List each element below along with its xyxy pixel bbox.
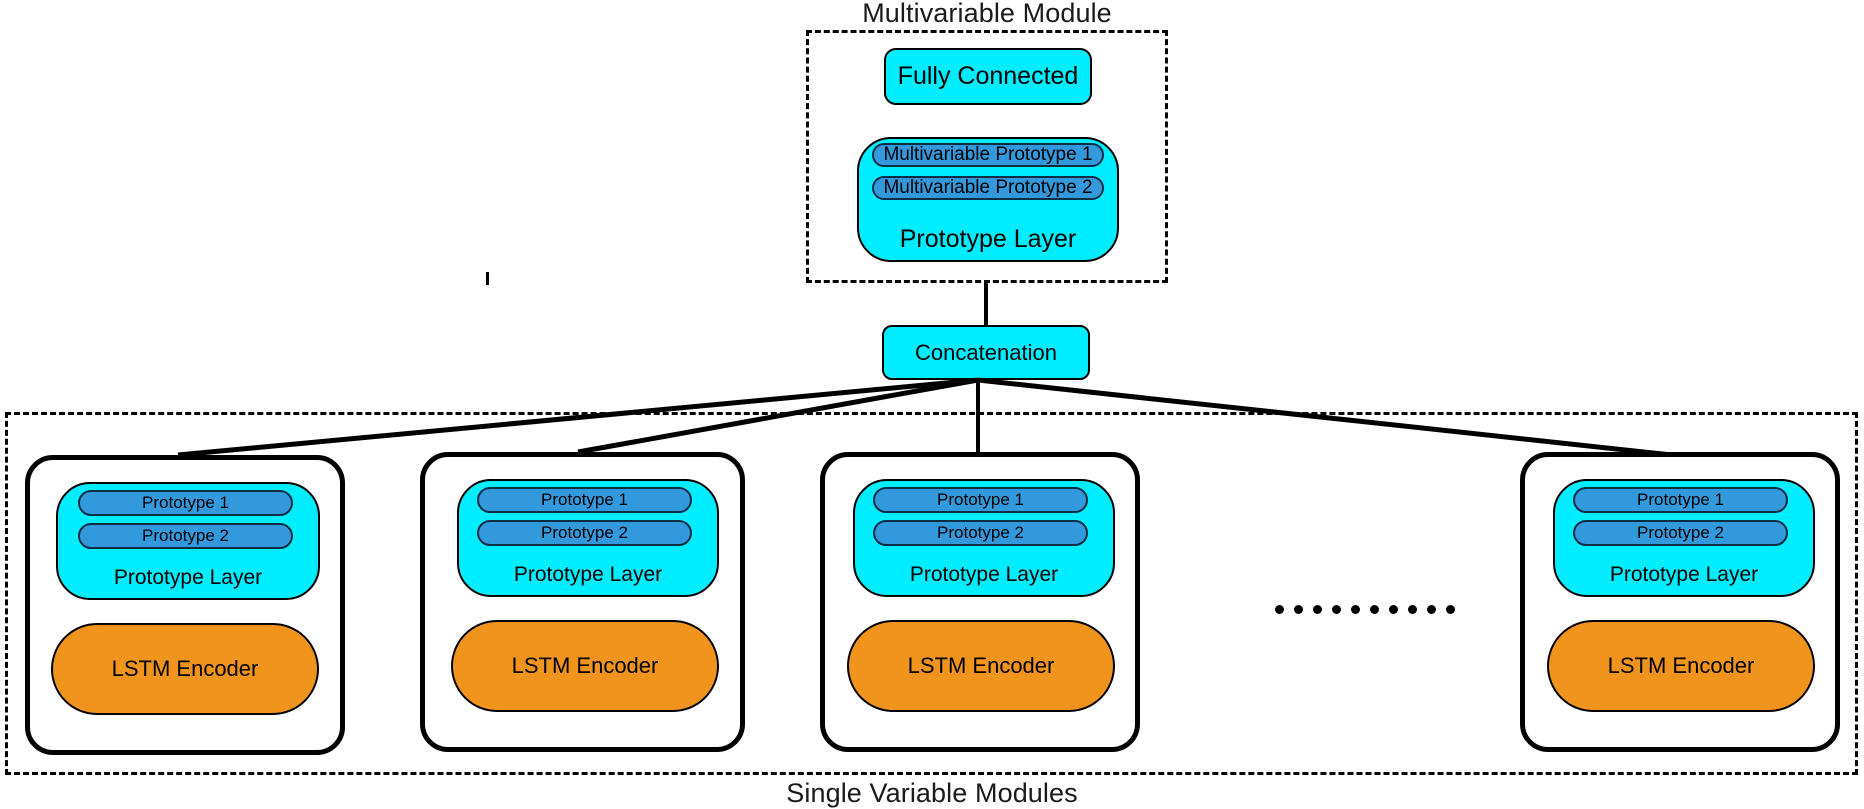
modules-ellipsis [1275,605,1455,614]
module-2-prototype-layer-label: Prototype Layer [513,563,663,586]
module-2-prototype-2-label: Prototype 2 [541,523,628,542]
module-4-prototype-layer-label: Prototype Layer [1609,563,1759,586]
module-2-prototype-2-pill: Prototype 2 [477,520,692,546]
module-1-lstm-encoder-label: LSTM Encoder [111,656,259,681]
module-1-prototype-2-pill: Prototype 2 [78,523,293,549]
concatenation-label: Concatenation [915,339,1057,365]
module-2-lstm-encoder-label: LSTM Encoder [511,653,659,678]
ellipsis-dot [1427,605,1436,614]
multivariable-prototype-2-label: Multivariable Prototype 2 [883,177,1093,198]
multivariable-prototype-layer-label: Prototype Layer [899,225,1077,253]
module-1-prototype-layer-label: Prototype Layer [113,566,263,589]
module-1-prototype-1-pill: Prototype 1 [78,490,293,516]
stray-mark [486,272,489,285]
ellipsis-dot [1351,605,1360,614]
module-3-prototype-2-label: Prototype 2 [937,523,1024,542]
module-3-prototype-1-label: Prototype 1 [937,490,1024,509]
module-4-prototype-1-pill: Prototype 1 [1573,487,1788,513]
ellipsis-dot [1294,605,1303,614]
multivariable-prototype-1-label: Multivariable Prototype 1 [883,144,1093,165]
ellipsis-dot [1408,605,1417,614]
single-variable-module-4: Prototype Layer Prototype 1 Prototype 2 … [1520,452,1840,752]
module-4-lstm-encoder: LSTM Encoder [1547,620,1815,712]
ellipsis-dot [1446,605,1455,614]
module-1-prototype-2-label: Prototype 2 [142,526,229,545]
module-2-prototype-1-pill: Prototype 1 [477,487,692,513]
module-4-prototype-2-label: Prototype 2 [1637,523,1724,542]
single-variable-module-2: Prototype Layer Prototype 1 Prototype 2 … [420,452,745,752]
ellipsis-dot [1332,605,1341,614]
fully-connected-label: Fully Connected [897,62,1079,90]
module-1-prototype-1-label: Prototype 1 [142,493,229,512]
ellipsis-dot [1370,605,1379,614]
module-3-prototype-layer-label: Prototype Layer [909,563,1059,586]
single-variable-module-3: Prototype Layer Prototype 1 Prototype 2 … [820,452,1140,752]
module-3-prototype-1-pill: Prototype 1 [873,487,1088,513]
module-3-prototype-2-pill: Prototype 2 [873,520,1088,546]
ellipsis-dot [1389,605,1398,614]
concatenation-block: Concatenation [882,325,1090,380]
single-variable-module-1: Prototype Layer Prototype 1 Prototype 2 … [25,455,345,755]
module-4-prototype-2-pill: Prototype 2 [1573,520,1788,546]
module-1-lstm-encoder: LSTM Encoder [51,623,319,715]
ellipsis-dot [1275,605,1284,614]
multivariable-prototype-1-pill: Multivariable Prototype 1 [872,143,1104,167]
single-variable-modules-title: Single Variable Modules [786,778,1078,808]
module-3-lstm-encoder-label: LSTM Encoder [907,653,1055,678]
ellipsis-dot [1313,605,1322,614]
module-2-lstm-encoder: LSTM Encoder [451,620,719,712]
module-4-lstm-encoder-label: LSTM Encoder [1607,653,1755,678]
module-3-lstm-encoder: LSTM Encoder [847,620,1115,712]
multivariable-prototype-2-pill: Multivariable Prototype 2 [872,176,1104,200]
multivariable-module-title: Multivariable Module [862,0,1112,28]
module-4-prototype-1-label: Prototype 1 [1637,490,1724,509]
multivariable-module-container [806,30,1168,283]
module-2-prototype-1-label: Prototype 1 [541,490,628,509]
fully-connected-block: Fully Connected [884,48,1092,105]
